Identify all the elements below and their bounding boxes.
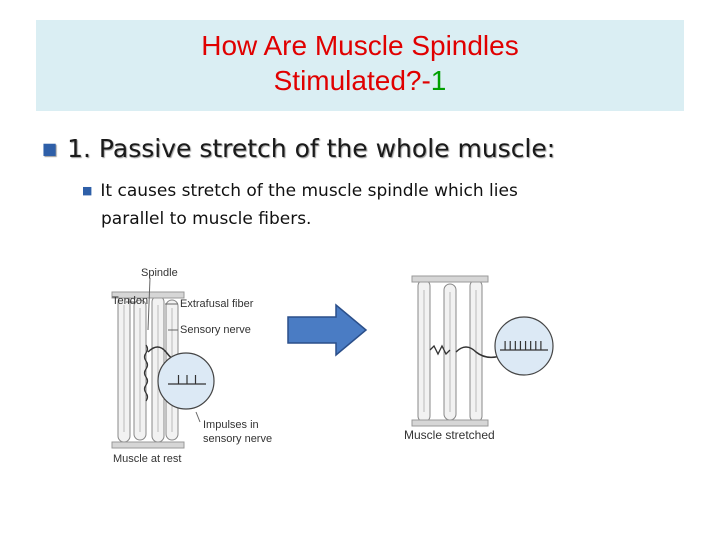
title-line1: How Are Muscle Spindles	[201, 30, 519, 61]
label-impulses-line1: Impulses in	[203, 419, 259, 431]
sensory-nerve-right	[455, 346, 501, 359]
figure-muscle-at-rest: Spindle Tendon Extrafusal fiber Sensory …	[111, 267, 272, 465]
spikes-left	[177, 375, 197, 384]
title-line2-main: Stimulated?-	[273, 65, 431, 96]
spindle-stretched	[429, 344, 451, 356]
label-extrafusal-fiber: Extrafusal fiber	[180, 298, 254, 310]
label-impulses-line2: sensory nerve	[203, 433, 272, 445]
bullet-level2-line1: It causes stretch of the muscle spindle …	[100, 181, 518, 201]
caption-muscle-at-rest: Muscle at rest	[113, 453, 181, 465]
bullet-level2-line2: parallel to muscle fibers.	[101, 209, 312, 229]
tendon-bottom	[111, 441, 185, 449]
spikes-right	[504, 341, 542, 350]
bullet-square-icon: ■	[42, 139, 58, 158]
label-spindle: Spindle	[141, 267, 178, 279]
spindle-coil	[143, 344, 149, 402]
title-line2: Stimulated?-1	[36, 63, 684, 98]
tendon-top-right	[411, 275, 489, 283]
label-sensory-nerve: Sensory nerve	[180, 324, 251, 336]
bullet-square-icon: ■	[82, 184, 93, 197]
recording-circle-right	[494, 316, 554, 376]
recording-circle-left	[157, 352, 215, 410]
bullet-level1: ■ 1. Passive stretch of the whole muscle:	[42, 134, 555, 163]
bullet-level2: ■ It causes stretch of the muscle spindle…	[82, 178, 682, 232]
figure-muscle-stretched: Muscle stretched	[404, 275, 554, 442]
bullet-level1-text: 1. Passive stretch of the whole muscle:	[67, 134, 556, 163]
tendon-bottom-right	[411, 419, 489, 427]
slide-title: How Are Muscle Spindles Stimulated?-1	[36, 20, 684, 111]
caption-muscle-stretched: Muscle stretched	[404, 428, 495, 442]
tendon-top	[111, 291, 185, 299]
title-number: 1	[430, 65, 447, 96]
label-tendon: Tendon	[112, 295, 148, 307]
right-arrow-icon	[287, 303, 368, 357]
